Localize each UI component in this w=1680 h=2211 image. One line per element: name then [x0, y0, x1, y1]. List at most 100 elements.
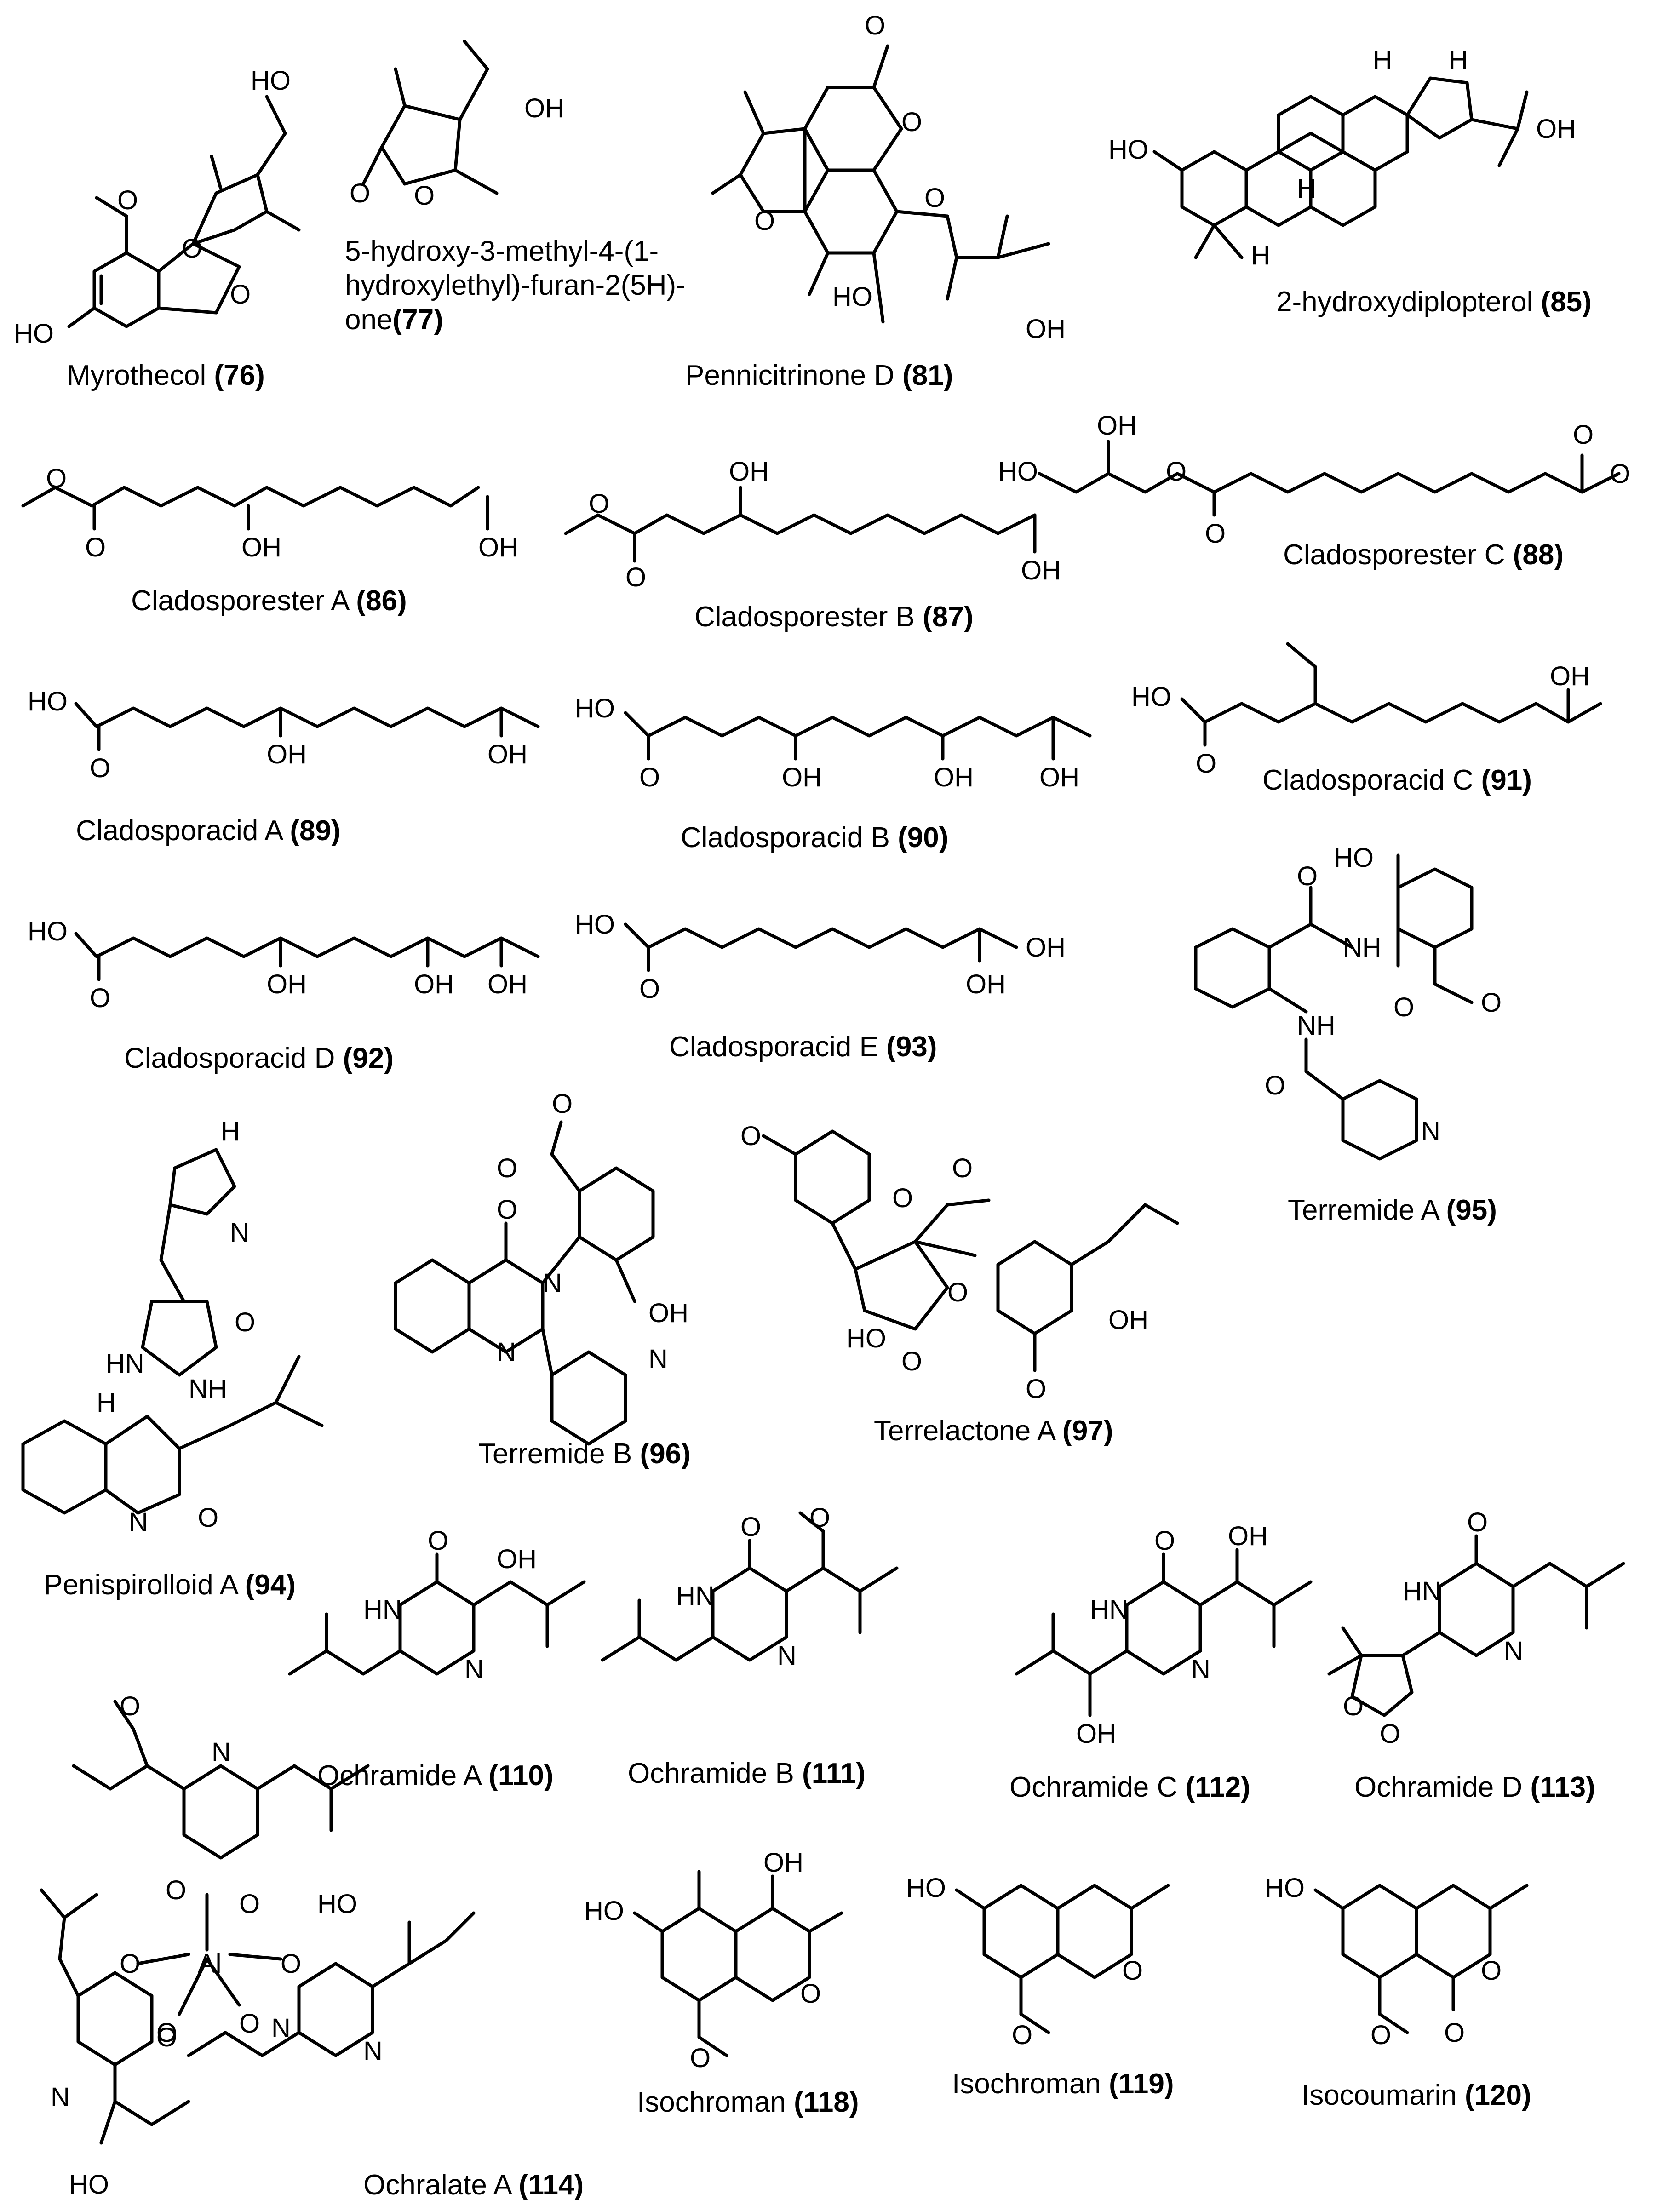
- atom-85-oh: OH: [1536, 114, 1576, 144]
- structure-119: HO O O: [906, 1873, 1170, 2050]
- caption-90-name: Cladosporacid B: [681, 822, 890, 853]
- caption-77-line-2: hydroxylethyl)-furan-2(5H)-: [345, 269, 686, 302]
- atom-112-oh1: OH: [1228, 1521, 1268, 1551]
- caption-111: Ochramide B (111): [628, 1757, 866, 1791]
- caption-90-num: (90): [898, 822, 949, 853]
- atom-120-o-methoxy: O: [1370, 2020, 1391, 2050]
- atom-76-ho-top: HO: [251, 66, 291, 96]
- atom-96-o: O: [497, 1195, 517, 1225]
- atom-88-o-ester: O: [1166, 457, 1187, 487]
- atom-76-ho: HO: [14, 319, 54, 349]
- caption-86: Cladosporester A (86): [131, 584, 407, 618]
- atom-111-hn: HN: [676, 1581, 715, 1611]
- atom-118-o-ring: O: [800, 1979, 821, 2009]
- structure-88: HO OH O O O O: [998, 411, 1630, 549]
- caption-89-num: (89): [290, 815, 341, 847]
- caption-92-num: (92): [343, 1042, 394, 1074]
- caption-92-name: Cladosporacid D: [124, 1042, 335, 1074]
- caption-87-num: (87): [923, 601, 974, 633]
- atom-96-oh: OH: [648, 1298, 688, 1328]
- atom-111-o2: O: [809, 1503, 830, 1533]
- atom-120-ho: HO: [1265, 1873, 1305, 1903]
- atom-91-ho: HO: [1131, 682, 1171, 712]
- caption-85: 2-hydroxydiplopterol (85): [1276, 285, 1592, 319]
- atom-112-n: N: [1191, 1655, 1210, 1684]
- structure-76: HO O O O HO: [14, 66, 301, 349]
- caption-111-num: (111): [802, 1758, 866, 1789]
- atom-94-hn: HN: [106, 1349, 144, 1379]
- atom-114-o6: O: [239, 2009, 260, 2039]
- atom-96-n3: N: [648, 1344, 668, 1374]
- caption-89: Cladosporacid A (89): [76, 814, 341, 848]
- atom-114-ho1: HO: [317, 1889, 357, 1919]
- atom-94-n-imid: N: [230, 1218, 249, 1248]
- caption-120-num: (120): [1464, 2079, 1531, 2111]
- atom-87-oh1: OH: [729, 457, 769, 487]
- caption-92: Cladosporacid D (92): [124, 1042, 394, 1076]
- atom-118-o-methoxy: O: [690, 2043, 711, 2073]
- atom-113-hn: HN: [1403, 1576, 1441, 1606]
- atom-97-ho: HO: [846, 1323, 886, 1353]
- atom-88-o-methyl: O: [1610, 459, 1630, 489]
- caption-88-name: Cladosporester C: [1283, 539, 1505, 571]
- atom-97-o-ring: O: [947, 1277, 968, 1307]
- atom-113-o2: O: [1380, 1719, 1400, 1749]
- caption-119: Isochroman (119): [952, 2067, 1174, 2101]
- atom-97-o-ester: O: [952, 1153, 973, 1183]
- caption-118-num: (118): [794, 2086, 859, 2118]
- caption-120: Isocoumarin (120): [1302, 2079, 1531, 2113]
- caption-77-line-3: one(77): [345, 304, 443, 336]
- atom-89-ho: HO: [28, 687, 68, 716]
- caption-81-name: Pennicitrinone D: [685, 360, 894, 391]
- atom-119-o-ring: O: [1122, 1956, 1143, 1986]
- atom-111-n: N: [777, 1641, 797, 1671]
- caption-91: Cladosporacid C (91): [1262, 763, 1532, 797]
- atom-112-o: O: [1154, 1526, 1175, 1556]
- structure-91: HO O OH: [1131, 642, 1602, 779]
- atom-114-o5: O: [156, 2018, 177, 2048]
- caption-87: Cladosporester B (87): [694, 600, 974, 634]
- atom-92-o: O: [90, 983, 110, 1013]
- atom-110-oh: OH: [497, 1544, 537, 1574]
- atom-92-oh3: OH: [487, 969, 528, 999]
- atom-114-o-methoxy: O: [120, 1691, 140, 1721]
- atom-95-n: N: [1421, 1117, 1440, 1146]
- caption-85-num: (85): [1541, 286, 1592, 318]
- atom-95-nh1: NH: [1343, 933, 1382, 962]
- structure-93: HO O OH OH: [575, 910, 1066, 1004]
- atom-95-o4: O: [1265, 1071, 1285, 1100]
- caption-113-name: Ochramide D: [1354, 1771, 1523, 1803]
- caption-88: Cladosporester C (88): [1283, 538, 1564, 572]
- atom-94-h-imid: H: [221, 1117, 240, 1146]
- caption-87-name: Cladosporester B: [694, 601, 915, 633]
- atom-81-ho: HO: [832, 282, 872, 312]
- atom-94-o1: O: [235, 1307, 255, 1337]
- caption-96: Terremide B (96): [478, 1437, 691, 1471]
- structure-114: O N O O Al O O HO O O N N N O HO: [40, 1691, 476, 2200]
- atom-89-o: O: [90, 753, 110, 783]
- atom-114-o2: O: [239, 1889, 260, 1919]
- atom-88-ho: HO: [998, 457, 1038, 487]
- caption-110-name: Ochramide A: [317, 1760, 481, 1792]
- caption-118-name: Isochroman: [637, 2086, 786, 2118]
- caption-86-num: (86): [356, 585, 407, 617]
- structure-90: HO O OH OH OH: [575, 693, 1092, 792]
- caption-77: 5-hydroxy-3-methyl-4-(1- hydroxylethyl)-…: [345, 235, 722, 337]
- atom-76-o-methoxy: O: [117, 185, 138, 215]
- atom-118-oh: OH: [763, 1848, 803, 1878]
- structure-77: OH O O: [350, 40, 564, 211]
- atom-111-o1: O: [740, 1512, 761, 1542]
- atom-110-o: O: [428, 1526, 448, 1556]
- structure-86: O O OH OH: [21, 464, 518, 562]
- atom-77-o-ring: O: [414, 181, 435, 211]
- atom-114-n1: N: [212, 1737, 231, 1767]
- caption-119-name: Isochroman: [952, 2068, 1101, 2100]
- atom-91-o: O: [1196, 749, 1216, 779]
- atom-110-n: N: [464, 1655, 484, 1684]
- caption-114: Ochralate A (114): [363, 2168, 584, 2202]
- caption-86-name: Cladosporester A: [131, 585, 349, 617]
- caption-76-num: (76): [214, 360, 265, 391]
- structure-92: HO O OH OH OH: [28, 916, 540, 1013]
- atom-114-o1: O: [166, 1875, 186, 1905]
